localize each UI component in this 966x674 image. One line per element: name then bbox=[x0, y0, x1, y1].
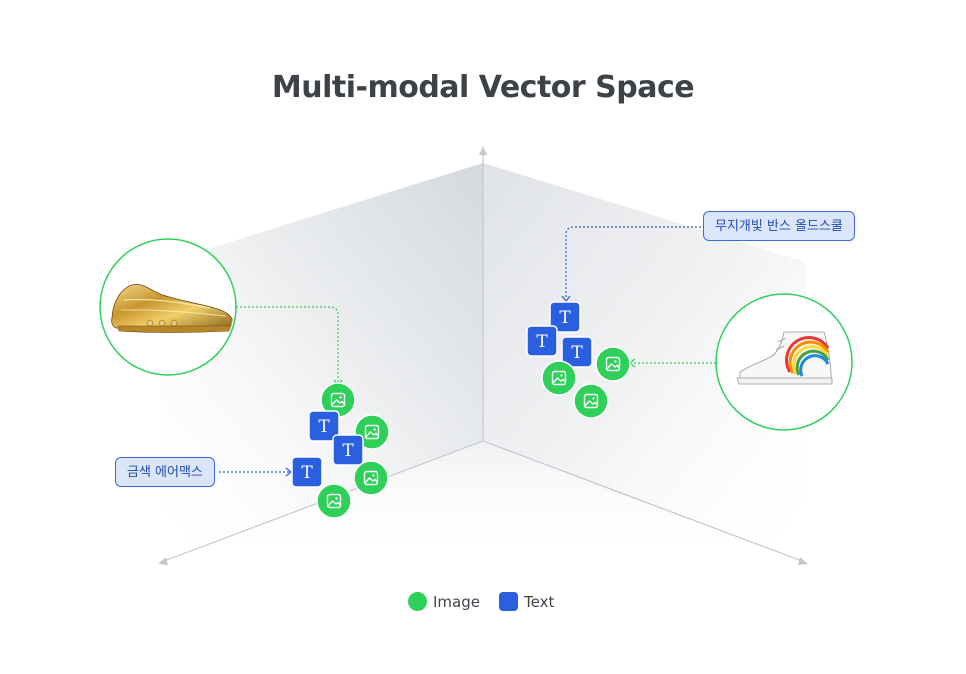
image-marker bbox=[541, 360, 577, 396]
leader-lines bbox=[219, 226, 716, 473]
image-marker bbox=[353, 460, 389, 496]
image-icon bbox=[363, 470, 379, 486]
image-icon bbox=[326, 493, 342, 509]
text-marker: T bbox=[561, 336, 593, 368]
image-icon bbox=[364, 424, 380, 440]
text-glyph: T bbox=[301, 463, 313, 483]
image-icon bbox=[330, 392, 346, 408]
text-glyph: T bbox=[536, 332, 548, 352]
left-wall bbox=[160, 163, 483, 563]
text-marker: T bbox=[291, 456, 323, 488]
image-icon bbox=[605, 356, 621, 372]
text-marker: T bbox=[526, 325, 558, 357]
image-marker bbox=[316, 483, 352, 519]
diagram-title: Multi-modal Vector Space bbox=[271, 70, 695, 105]
legend-swatch-text bbox=[499, 592, 518, 611]
image-marker bbox=[595, 346, 631, 382]
image-marker bbox=[573, 383, 609, 419]
image-icon bbox=[551, 370, 567, 386]
legend-label-image: Image bbox=[433, 592, 480, 611]
floor bbox=[160, 441, 806, 563]
callout-gold-airmax: 금색 에어맥스 bbox=[115, 457, 215, 487]
legend: Image Text bbox=[0, 592, 966, 614]
legend-item-image: Image bbox=[408, 592, 480, 611]
right-wall bbox=[483, 163, 806, 563]
image-icon bbox=[583, 393, 599, 409]
text-glyph: T bbox=[342, 441, 354, 461]
callout-rainbow-vans: 무지개빛 반스 올드스쿨 bbox=[703, 211, 855, 241]
text-glyph: T bbox=[318, 417, 330, 437]
text-marker: T bbox=[308, 410, 340, 442]
text-glyph: T bbox=[559, 308, 571, 328]
text-marker: T bbox=[332, 434, 364, 466]
rainbow-sneaker-photo bbox=[715, 293, 853, 431]
legend-item-text: Text bbox=[499, 592, 554, 611]
legend-label-text: Text bbox=[524, 592, 555, 611]
text-glyph: T bbox=[571, 343, 583, 363]
legend-swatch-image bbox=[408, 592, 427, 611]
text-marker: T bbox=[549, 301, 581, 333]
gold-sneaker-photo bbox=[99, 238, 237, 376]
